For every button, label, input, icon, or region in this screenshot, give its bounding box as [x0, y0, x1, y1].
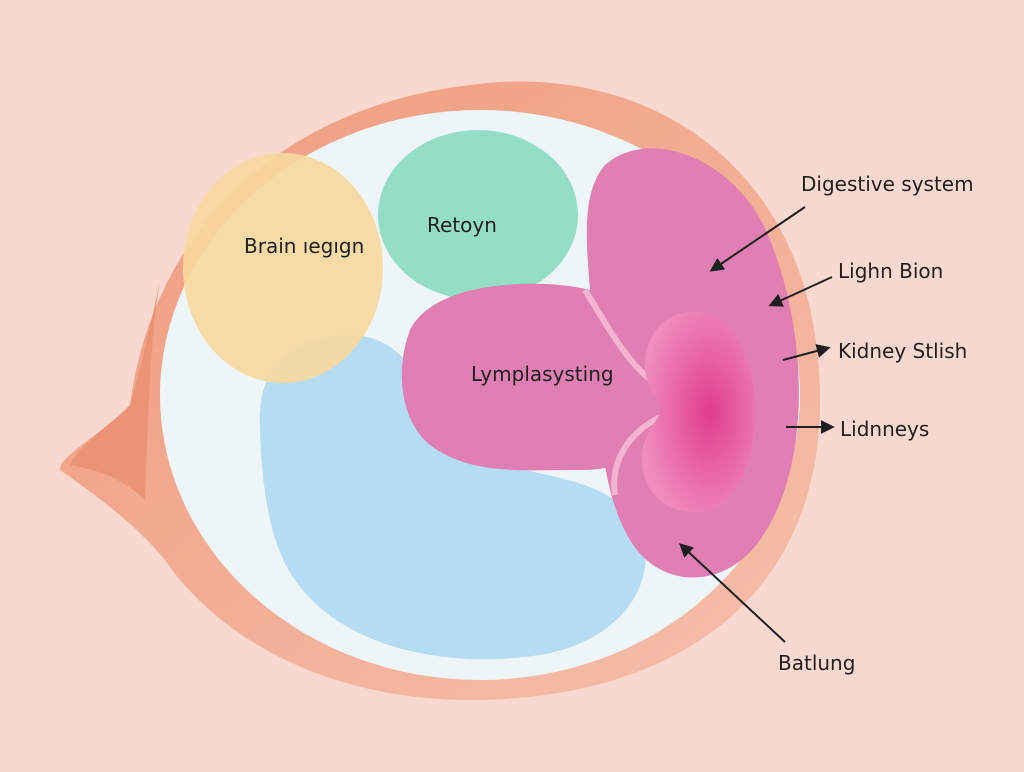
outer-rim-shade	[70, 280, 160, 500]
callout-lighn-label: Lighn Bion	[838, 259, 943, 283]
callout-kidney-stlish-arrow	[782, 344, 831, 361]
callout-kidney-stlish-label: Kidney Stlish	[838, 339, 967, 363]
seam-lower	[611, 412, 667, 496]
callout-digestive-arrow	[709, 206, 806, 272]
retoyn-region-label: Retoyn	[427, 213, 497, 237]
callout-lighn-arrow	[768, 276, 833, 307]
retoyn-region	[378, 130, 578, 300]
brain-region-label: Brain ıegıgn	[244, 234, 364, 258]
brain-region	[183, 153, 383, 383]
lymph-region-label: Lymplasysting	[471, 362, 614, 386]
lymph-region	[401, 283, 666, 471]
callout-batlung-label: Batlung	[778, 651, 855, 675]
callout-batlung-arrow	[678, 543, 786, 643]
callout-digestive-label: Digestive system	[801, 172, 974, 196]
kidney-region	[641, 311, 755, 513]
callout-lidnneys-label: Lidnneys	[840, 417, 929, 441]
lower-region	[259, 335, 646, 660]
